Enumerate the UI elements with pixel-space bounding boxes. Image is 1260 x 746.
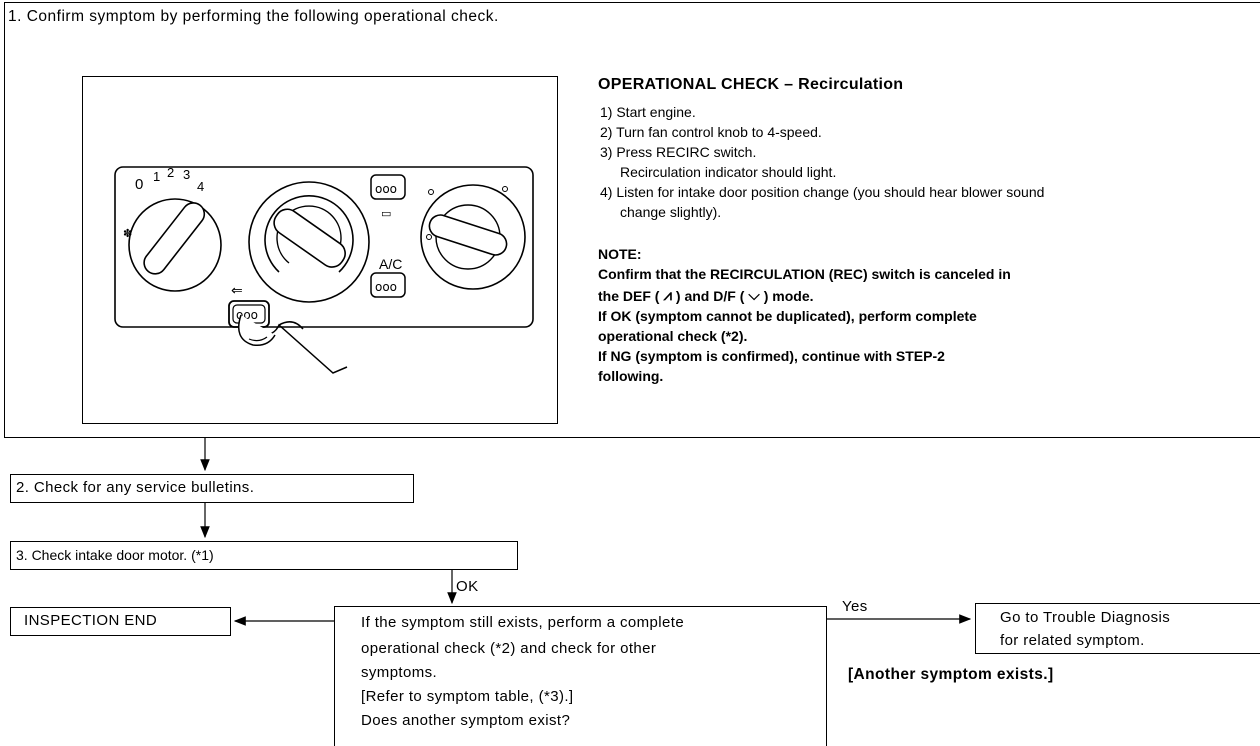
fan-speed-4: 4: [197, 179, 204, 194]
note-line-2: the DEF ( ⩘ ) and D/F ( ⌵ ) mode.: [598, 287, 814, 304]
note-title: NOTE:: [598, 246, 642, 262]
op-step-3-detail: Recirculation indicator should light.: [620, 164, 837, 180]
note-line-3: If OK (symptom cannot be duplicated), pe…: [598, 308, 977, 324]
fan-icon: ✽: [123, 227, 132, 240]
note-line-4: operational check (*2).: [598, 328, 748, 344]
step1-title: 1. Confirm symptom by performing the fol…: [8, 8, 499, 25]
question-line-1: If the symptom still exists, perform a c…: [361, 614, 685, 631]
fan-speed-0: 0: [135, 176, 143, 193]
panel-frame: [114, 166, 534, 328]
mode-knob: [420, 184, 526, 290]
trouble-diagnosis-box: [975, 603, 1260, 654]
op-step-1: 1) Start engine.: [600, 104, 696, 120]
ac-label: A/C: [379, 256, 402, 272]
operational-check-title: OPERATIONAL CHECK – Recirculation: [598, 76, 904, 93]
inspection-end-label: INSPECTION END: [24, 612, 158, 629]
note-line-6: following.: [598, 368, 664, 384]
svg-text:ooo: ooo: [375, 280, 397, 294]
note-line-5: If NG (symptom is confirmed), continue w…: [598, 348, 945, 364]
question-box: [334, 606, 827, 746]
ac-button: [370, 272, 406, 298]
fan-speed-1: 1: [153, 169, 160, 184]
inspection-end-box: [10, 607, 231, 636]
question-line-2: operational check (*2) and check for oth…: [361, 640, 657, 657]
another-symptom-label: [Another symptom exists.]: [848, 666, 1054, 683]
op-step-3: 3) Press RECIRC switch.: [600, 144, 757, 160]
step3-label: 3. Check intake door motor. (*1): [16, 547, 214, 563]
step2-label: 2. Check for any service bulletins.: [16, 479, 255, 496]
step2-box: [10, 474, 414, 503]
fan-speed-3: 3: [183, 167, 190, 182]
note-df-prefix: ) and D/F (: [675, 287, 745, 304]
op-step-4: 4) Listen for intake door position chang…: [600, 184, 1045, 200]
ok-label: OK: [456, 578, 479, 595]
note-line-1: Confirm that the RECIRCULATION (REC) swi…: [598, 266, 1011, 282]
op-step-2: 2) Turn fan control knob to 4-speed.: [600, 124, 822, 140]
rear-defrost-icon: ▭: [381, 207, 391, 220]
note-def-prefix: the DEF (: [598, 287, 660, 304]
note-mode-suffix: ) mode.: [763, 287, 814, 304]
finger-pressing-switch: [238, 314, 348, 374]
op-step-4-cont: change slightly).: [620, 204, 722, 220]
rear-defrost-button: [370, 174, 406, 200]
recirculation-icon: ⇐: [231, 283, 243, 299]
step3-box: [10, 541, 518, 570]
control-panel-illustration: 0 1 2 3 4 ✽ ooo ▭ A/C ooo ⇐: [82, 76, 558, 424]
def-foot-icon: ⌵: [748, 287, 760, 304]
yes-label: Yes: [842, 598, 868, 615]
svg-text:ooo: ooo: [375, 182, 397, 196]
defrost-icon: ⩘: [663, 287, 672, 304]
temperature-knob: [248, 181, 370, 303]
fan-knob: [128, 198, 222, 292]
fan-speed-2: 2: [167, 165, 174, 180]
trouble-line-2: for related symptom.: [1000, 632, 1145, 649]
control-panel-drawing: 0 1 2 3 4 ✽ ooo ▭ A/C ooo ⇐: [114, 165, 534, 374]
question-line-4: [Refer to symptom table, (*3).]: [361, 688, 574, 705]
trouble-line-1: Go to Trouble Diagnosis: [1000, 609, 1171, 626]
question-line-3: symptoms.: [361, 664, 438, 681]
question-line-5: Does another symptom exist?: [361, 712, 571, 729]
